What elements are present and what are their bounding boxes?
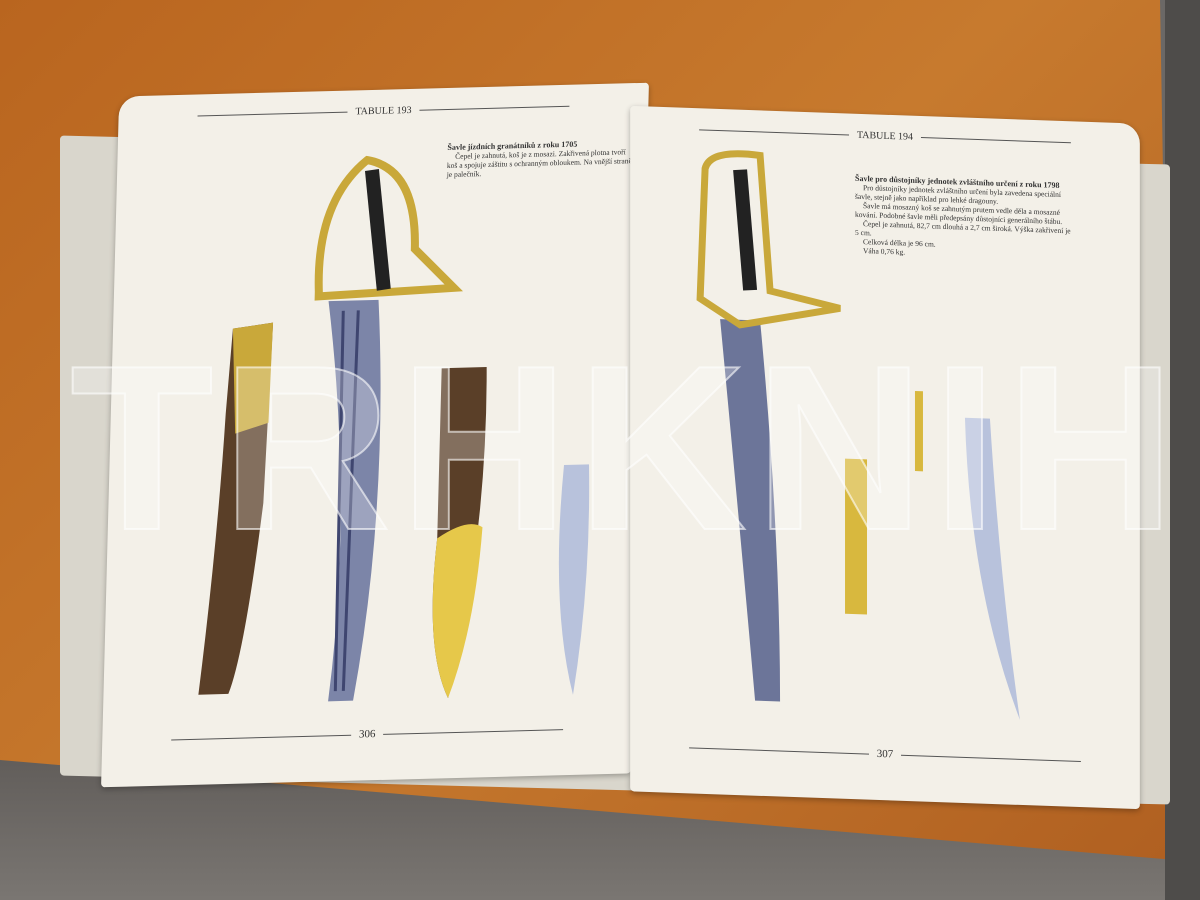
background-wall (1165, 0, 1200, 900)
saber-illustration (198, 155, 590, 702)
right-page: TABULE 194 Šavle pro důstojníky jednotek… (630, 105, 1140, 810)
left-page: TABULE 193 Šavle jízdních granátníků z r… (101, 82, 649, 788)
saber-illustration (696, 150, 1020, 720)
